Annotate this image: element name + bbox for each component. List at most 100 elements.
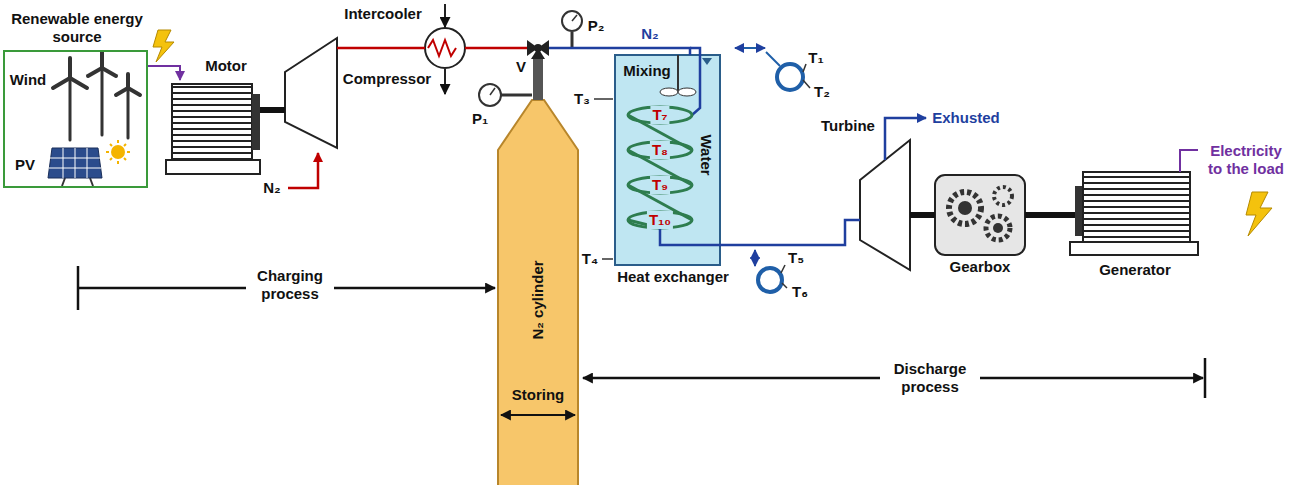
pipe-connector <box>720 220 860 245</box>
node-title: Gearbox <box>950 258 1011 276</box>
compressor: Compressor <box>285 38 337 148</box>
generator-body <box>1075 186 1083 236</box>
gearbox-symbol <box>949 192 981 224</box>
part-label: Charging process <box>246 267 334 303</box>
gearbox-symbol <box>935 175 1025 255</box>
intercooler-symbol <box>428 40 456 56</box>
pressure-gauge <box>479 11 582 106</box>
temperature-sensor <box>782 283 787 288</box>
part-label: T₃ <box>574 90 590 108</box>
pipe-connector <box>910 212 935 218</box>
part-label: Exhusted <box>932 109 1000 127</box>
pressure-gauge <box>479 84 501 106</box>
temperature-sensor <box>754 250 756 266</box>
intercooler-symbol <box>444 69 446 94</box>
node-title: Generator <box>1099 261 1171 279</box>
process-arrow <box>78 266 1205 398</box>
wind-turbines <box>126 74 130 88</box>
intercooler: Intercooler <box>425 28 465 68</box>
node-title: Intercooler <box>344 5 422 23</box>
pv-panel <box>49 148 101 178</box>
heat-exchanger-tank <box>602 258 613 260</box>
motor-body <box>166 84 260 174</box>
motor-body <box>172 84 252 160</box>
generator-body <box>1070 242 1198 255</box>
heat-exchanger-tank <box>660 88 678 96</box>
heat-exchanger-tank <box>677 55 679 92</box>
pressure-gauge <box>571 32 574 47</box>
part-label: T₅ <box>788 249 804 267</box>
lightning-bolt <box>1246 192 1272 236</box>
wind-turbines <box>102 68 116 76</box>
output-line <box>1180 150 1198 172</box>
heat-exchanger-tank <box>690 48 700 115</box>
wind-turbines <box>101 68 104 135</box>
storing-arrow <box>501 414 575 416</box>
pipe-connector <box>148 66 180 80</box>
pipe-connector <box>465 47 527 50</box>
part-label: T₆ <box>792 283 808 301</box>
nitrogen-cylinder: N₂ cylinderStoring <box>498 100 578 485</box>
heat-exchanger-tank <box>594 48 720 265</box>
part-label: Wind <box>10 71 47 89</box>
pipe-connector <box>337 47 425 50</box>
heat-exchanger-tank <box>660 228 720 245</box>
node-title: Compressor <box>343 70 431 88</box>
process-arrow <box>1204 358 1207 398</box>
intercooler-symbol <box>425 28 465 68</box>
temperature-sensor <box>766 52 780 66</box>
nitrogen-inlet <box>288 153 318 188</box>
node-text: Water <box>697 134 715 175</box>
process-arrow <box>975 377 1203 380</box>
wind-turbines <box>116 88 128 95</box>
valve: V <box>527 37 549 59</box>
node-title: Motor <box>205 57 247 75</box>
node-title: Mixing <box>623 62 671 80</box>
wind-turbines <box>100 52 104 68</box>
gearbox-symbol <box>994 187 1012 205</box>
wind-turbines <box>69 78 72 140</box>
lightning-bolt <box>153 30 174 62</box>
node-text: Heat exchanger <box>617 268 729 286</box>
heat-exchanger-tank <box>678 88 696 96</box>
pv-panel <box>48 148 102 186</box>
heat-exchanger-tank <box>615 55 720 265</box>
pipe-connector <box>549 48 690 55</box>
process-arrow <box>583 377 880 380</box>
part-label: T₂ <box>814 83 830 101</box>
compressor-symbol <box>285 38 337 148</box>
part-label: T₇ <box>650 106 669 124</box>
gearbox-symbol <box>986 216 1010 240</box>
node-title: Renewable energy source <box>2 10 152 46</box>
temperature-sensor <box>735 47 765 49</box>
sun <box>111 145 125 159</box>
part-label: N₂ <box>263 179 281 197</box>
nitrogen-cylinder <box>498 100 578 485</box>
wind-turbines <box>88 68 102 76</box>
part-label: T₄ <box>582 250 598 268</box>
wind-turbines <box>128 88 140 95</box>
motor-body <box>166 160 260 174</box>
sun <box>106 140 130 164</box>
edge-label: N₂ <box>641 25 659 43</box>
part-label: T₈ <box>650 141 670 159</box>
node-title: N₂ cylinder <box>529 260 547 339</box>
node-text: Storing <box>512 386 565 404</box>
part-label: PV <box>15 156 35 174</box>
node-title: V <box>516 58 526 76</box>
temperature-sensor <box>803 64 806 72</box>
temperature-sensor <box>758 268 782 292</box>
part-label: T₁ <box>808 49 823 67</box>
gearbox: Gearbox <box>935 175 1025 255</box>
temperature-sensor <box>781 265 785 273</box>
wind-turbines <box>70 78 87 88</box>
gearbox-symbol <box>958 201 972 215</box>
turbine: Turbine <box>860 140 910 270</box>
temperature-sensor <box>803 80 810 88</box>
valve-symbol <box>527 40 549 59</box>
part-label: T₉ <box>650 176 670 194</box>
pressure-gauge <box>562 11 582 31</box>
pressure-gauge <box>490 88 495 95</box>
pv-panel <box>48 148 102 178</box>
node-title: Turbine <box>821 117 875 135</box>
